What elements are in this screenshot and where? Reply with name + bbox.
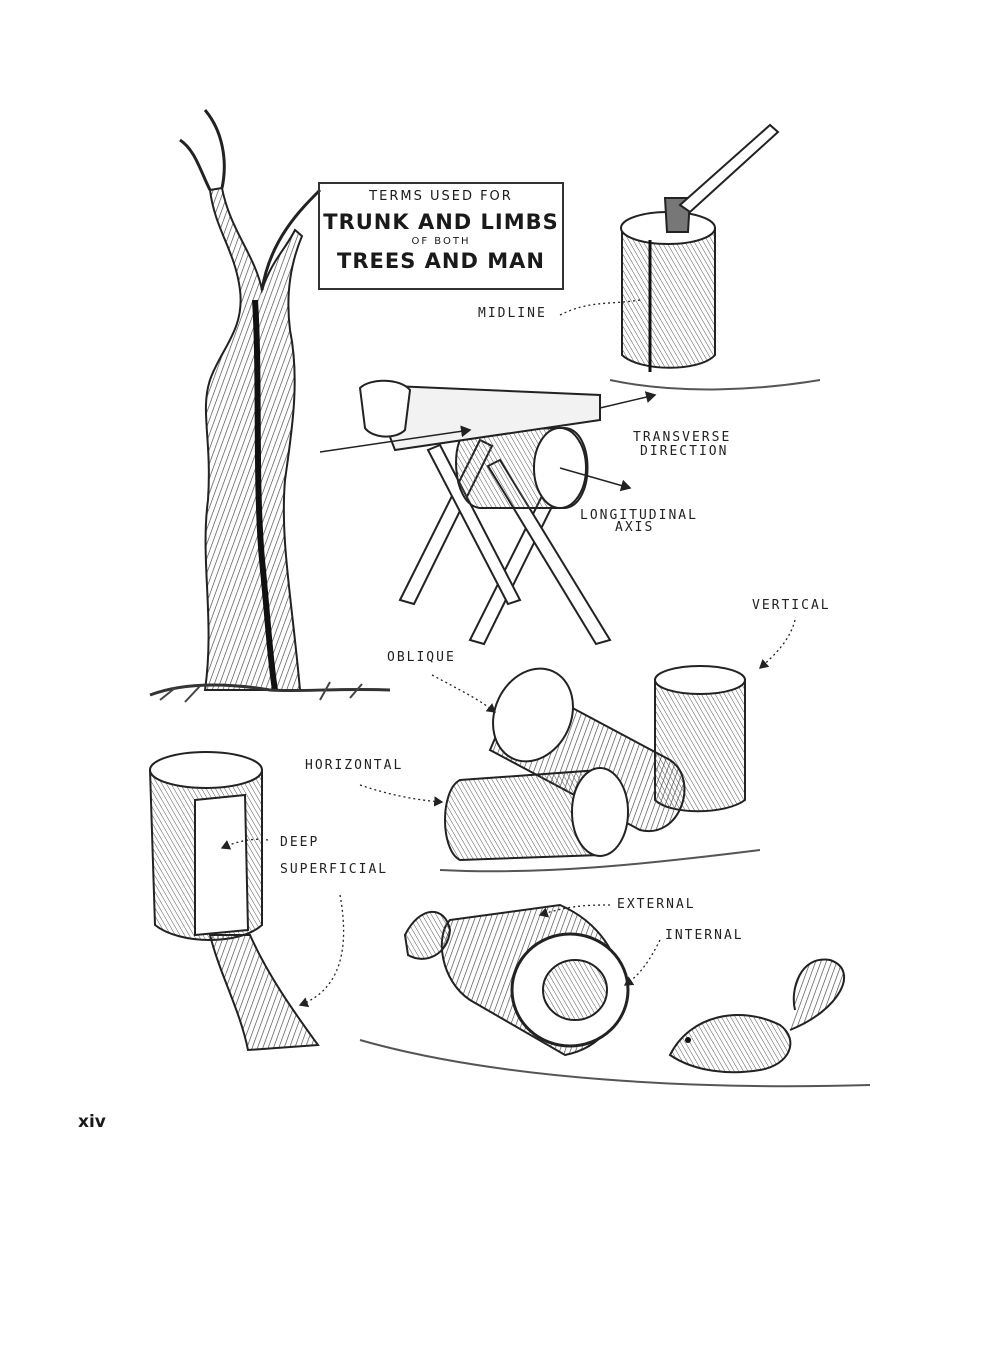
label-longitudinal-2: AXIS xyxy=(615,520,655,535)
label-transverse-2: DIRECTION xyxy=(640,444,729,459)
page-number: xiv xyxy=(78,1112,106,1132)
label-transverse-1: TRANSVERSE xyxy=(633,430,732,445)
log-pile-drawing xyxy=(359,619,796,873)
sawhorse-drawing xyxy=(319,379,657,646)
sign-line-4: TREES AND MAN xyxy=(337,249,545,273)
stump-drawing xyxy=(148,751,345,1052)
sign-line-2: TRUNK AND LIMBS xyxy=(323,210,559,234)
label-internal: INTERNAL xyxy=(665,928,744,943)
hollow-log-drawing xyxy=(359,903,871,1088)
label-horizontal: HORIZONTAL xyxy=(305,758,404,773)
label-vertical: VERTICAL xyxy=(752,598,831,613)
chopping-block-drawing xyxy=(559,123,821,391)
label-midline: MIDLINE xyxy=(478,306,547,321)
sign-line-3: OF BOTH xyxy=(411,236,471,247)
label-longitudinal-1: LONGITUDINAL xyxy=(580,508,698,523)
tree-drawing xyxy=(149,109,391,703)
label-deep: DEEP xyxy=(280,835,320,850)
sign-line-1: TERMS USED FOR xyxy=(369,189,513,204)
label-superficial: SUPERFICIAL xyxy=(280,862,389,877)
label-oblique: OBLIQUE xyxy=(387,650,456,665)
title-sign: TERMS USED FOR TRUNK AND LIMBS OF BOTH T… xyxy=(318,182,564,290)
label-external: EXTERNAL xyxy=(617,897,696,912)
